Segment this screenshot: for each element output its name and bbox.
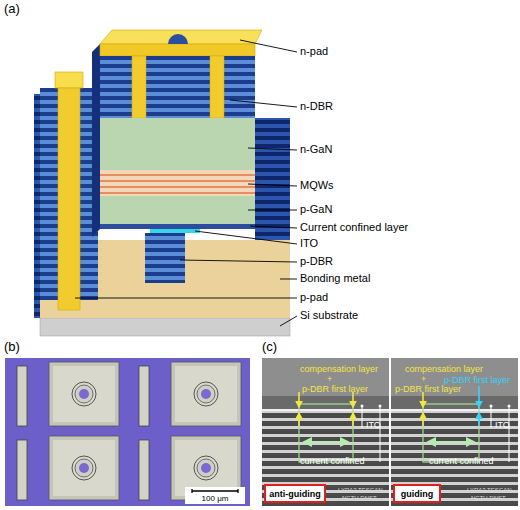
device-cell: [17, 436, 119, 500]
sem-image-left: [262, 358, 389, 506]
layer-label: n-pad: [300, 45, 328, 58]
device-cell: [17, 362, 119, 426]
layer-label: MQWs: [300, 179, 334, 192]
guiding-type-box: anti-guiding: [264, 484, 326, 503]
sem-watermark: NCTU DNST: [342, 495, 377, 502]
leader-lines: [75, 40, 297, 326]
sem-annotation: p-DBR first layer: [444, 375, 510, 385]
layer-label: Current confined layer: [300, 221, 408, 234]
box-text: guiding: [401, 489, 434, 499]
panel-label: (c): [262, 340, 277, 355]
ito-layer: [150, 229, 200, 233]
p-pad: [58, 88, 80, 310]
n-pad-top: [100, 30, 262, 44]
sem-annotation: ITO: [366, 420, 381, 430]
n-pad-leg: [210, 56, 224, 118]
sem-annotation: compensation layer: [405, 364, 483, 374]
si-substrate: [40, 318, 290, 336]
microscope-image: [5, 358, 250, 506]
mesa-side-face: [92, 44, 100, 237]
vcsel-structure: [34, 30, 290, 336]
n-dbr: [100, 56, 255, 118]
device-cell: [139, 362, 241, 426]
n-pad-leg: [132, 56, 146, 118]
layer-label: ITO: [300, 237, 318, 250]
layer-label: p-pad: [300, 291, 328, 304]
sem-image-right: [391, 358, 518, 506]
layer-label: n-GaN: [300, 143, 332, 156]
sem-annotation: +: [327, 374, 332, 384]
scale-bar-box: 100 μm: [185, 492, 245, 504]
scale-bar-background: [185, 487, 245, 504]
box-text: 100 μm: [202, 494, 229, 503]
sem-annotation: p-DBR first layer: [395, 384, 461, 394]
scale-bar: [192, 489, 238, 493]
p-dbr: [145, 233, 185, 283]
sem-annotation: compensation layer: [300, 364, 378, 374]
sem-annotation: +: [421, 374, 426, 384]
sem-watermark: LYRA3 TESCAN: [467, 487, 511, 494]
sem-annotation: p-DBR first layer: [302, 384, 368, 394]
dbr-side-face: [34, 94, 40, 318]
layer-label: Bonding metal: [300, 272, 370, 285]
n-gan: [100, 118, 255, 170]
panel-label: (b): [4, 340, 20, 355]
wafer-background: [5, 358, 250, 506]
current-confined-layer: [100, 224, 255, 229]
dbr-block: [255, 118, 290, 240]
sem-annotation: current confined: [300, 456, 365, 466]
box-text: anti-guiding: [269, 489, 321, 499]
guiding-type-box: guiding: [393, 484, 441, 503]
layer-label: Si substrate: [300, 309, 358, 322]
layer-label: n-DBR: [300, 100, 333, 113]
n-pad: [100, 44, 255, 56]
n-pad-aperture: [168, 34, 188, 44]
p-pad-top: [55, 72, 83, 88]
panel-label: (a): [4, 2, 20, 17]
sem-watermark: LYRA3 TESCAN: [338, 487, 382, 494]
mqws: [100, 170, 255, 196]
sem-annotation: current confined: [429, 456, 494, 466]
layer-label: p-DBR: [300, 255, 333, 268]
sem-watermark: NCTU DNST: [471, 495, 506, 502]
p-gan: [100, 196, 255, 224]
sem-annotation: ITO: [495, 420, 510, 430]
layer-label: p-GaN: [300, 203, 332, 216]
